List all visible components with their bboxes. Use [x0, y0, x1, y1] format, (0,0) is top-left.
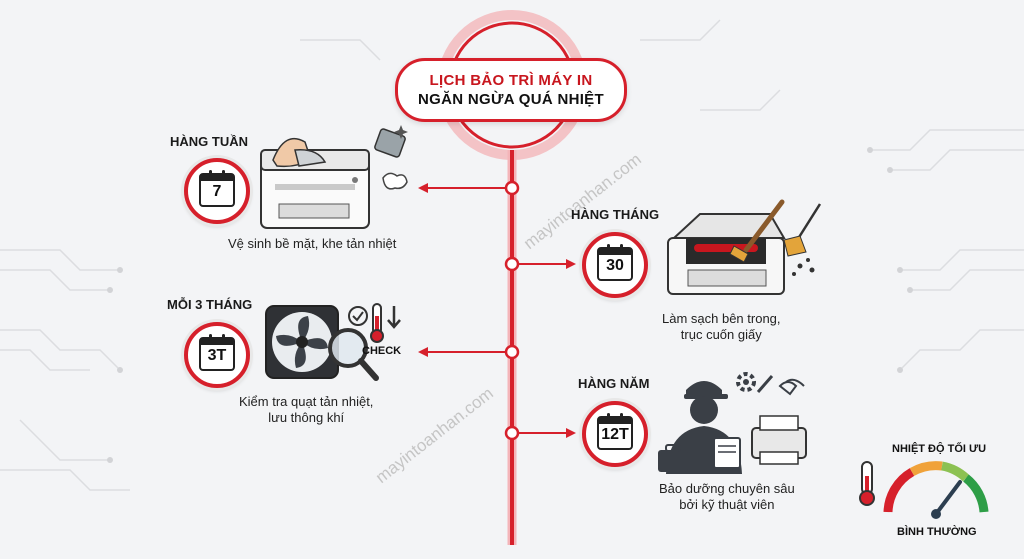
check-label: CHECK — [362, 345, 402, 357]
calendar-number: 12T — [601, 426, 629, 443]
step-weekly-badge: 7 — [184, 158, 250, 224]
calendar-icon: 3T — [199, 334, 235, 371]
step-weekly-heading: HÀNG TUẦN — [170, 134, 248, 149]
step-quarterly-badge: 3T — [184, 322, 250, 388]
connector-monthly — [504, 256, 576, 272]
connector-weekly — [418, 180, 520, 196]
gauge-title: NHIỆT ĐỘ TỐI ƯU — [892, 443, 987, 455]
step-monthly-badge: 30 — [582, 232, 648, 298]
title-pill: LỊCH BẢO TRÌ MÁY IN NGĂN NGỪA QUÁ NHIỆT — [395, 58, 627, 122]
technician-icon — [658, 372, 807, 474]
step-yearly-badge: 12T — [582, 401, 648, 467]
calendar-icon: 12T — [597, 413, 633, 450]
gauge-needle — [934, 480, 962, 516]
connector-quarterly — [418, 344, 520, 360]
printer-brush-icon — [667, 199, 822, 295]
calendar-icon: 7 — [199, 170, 235, 207]
connector-yearly — [504, 425, 576, 441]
calendar-number: 3T — [207, 347, 227, 364]
calendar-number: 7 — [212, 183, 222, 200]
step-monthly-description: Làm sạch bên trong, trục cuốn giấy — [662, 311, 781, 342]
step-yearly-description: Bảo dưỡng chuyên sâu bởi kỹ thuật viên — [659, 481, 795, 512]
step-monthly-heading: HÀNG THÁNG — [571, 207, 660, 222]
calendar-number: 30 — [606, 257, 624, 274]
fan-magnifier-icon — [265, 303, 401, 381]
title-line2: NGĂN NGỪA QUÁ NHIỆT — [418, 91, 604, 108]
temperature-gauge — [859, 461, 989, 519]
step-weekly-description: Vệ sinh bề mặt, khe tản nhiệt — [228, 236, 397, 251]
calendar-icon: 30 — [597, 244, 633, 281]
thermometer-icon — [859, 461, 875, 506]
step-yearly-heading: HÀNG NĂM — [578, 376, 650, 391]
title-line1: LỊCH BẢO TRÌ MÁY IN — [429, 72, 593, 89]
step-quarterly-heading: MỖI 3 THÁNG — [167, 297, 253, 312]
gauge-label: BÌNH THƯỜNG — [897, 526, 977, 538]
step-quarterly-description: Kiểm tra quạt tản nhiệt, lưu thông khí — [239, 394, 374, 425]
printer-wipe-icon — [260, 125, 408, 229]
